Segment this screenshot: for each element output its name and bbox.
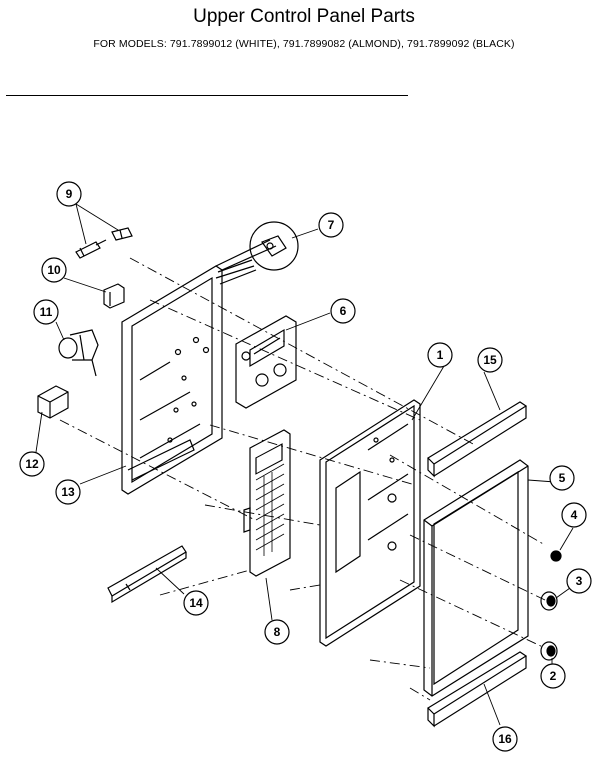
part-16-strip	[427, 651, 528, 728]
callout-6: 6	[340, 304, 347, 318]
callout-5: 5	[559, 471, 566, 485]
callout-2: 2	[550, 669, 557, 683]
part-8-keypad-board	[243, 429, 291, 577]
models-subtitle: FOR MODELS: 791.7899012 (WHITE), 791.789…	[93, 38, 515, 50]
part-9-screws	[75, 227, 133, 259]
callout-7: 7	[328, 218, 335, 232]
leader-lines	[35, 203, 574, 726]
part-6-timer-board	[235, 315, 297, 409]
part-5-trim-frame	[423, 459, 529, 697]
part-15-strip	[427, 401, 528, 478]
callout-9: 9	[66, 187, 73, 201]
title-rule	[6, 95, 408, 96]
callout-13: 13	[61, 485, 75, 499]
callout-16: 16	[498, 732, 512, 746]
callout-labels: 9 7 10 6 11 1 15 12 13 5 4 3 14 8 2 16	[25, 187, 582, 746]
callout-10: 10	[47, 263, 61, 277]
callout-12: 12	[25, 457, 39, 471]
part-12-terminal	[37, 385, 69, 419]
callout-11: 11	[40, 305, 53, 319]
part-1-panel-face	[319, 399, 421, 647]
callout-15: 15	[483, 353, 497, 367]
part-11-switch	[58, 329, 99, 377]
callout-1: 1	[437, 348, 444, 362]
callout-circles	[19, 181, 592, 752]
part-13-frame	[121, 239, 277, 495]
part-3-knob	[540, 591, 558, 611]
callout-3: 3	[576, 574, 583, 588]
alignment-lines	[59, 257, 546, 701]
part-10-bracket	[103, 283, 125, 309]
callout-14: 14	[189, 596, 203, 610]
part-14-trim	[107, 545, 187, 604]
part-7-detail	[215, 221, 299, 285]
part-4-nut	[550, 550, 562, 562]
diagram-title: Upper Control Panel Parts	[193, 6, 415, 27]
callout-4: 4	[571, 508, 578, 522]
callout-8: 8	[274, 625, 281, 639]
part-2-knob	[540, 641, 558, 661]
